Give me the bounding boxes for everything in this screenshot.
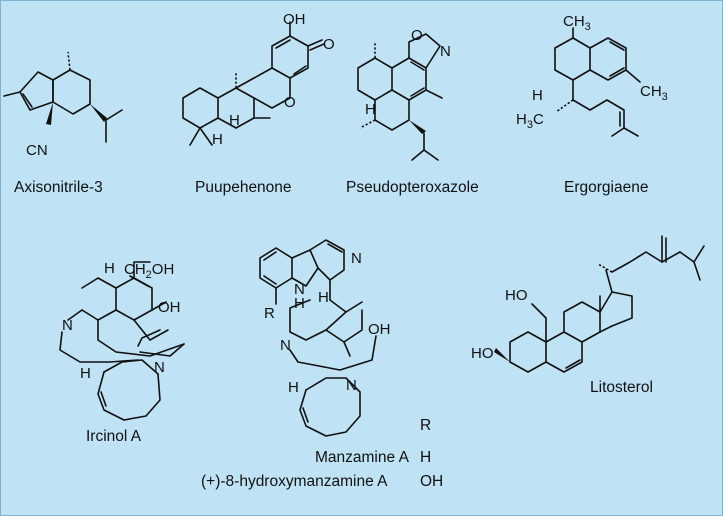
atom-nh-n: N (294, 281, 305, 298)
compound-name-axisonitrile-3: Axisonitrile-3 (14, 179, 103, 196)
structure-ergorgiaene: CH3 CH3 H3C H Ergorgiaene (516, 13, 668, 196)
compound-name-pseudopteroxazole: Pseudopteroxazole (346, 179, 479, 196)
atom-h: H (532, 87, 543, 104)
atom-n-pyr: N (351, 250, 362, 267)
atom-n-macro: N (346, 377, 357, 394)
atom-o-ring: O (284, 94, 296, 111)
structure-litosterol: HO HO Litosterol (471, 235, 705, 396)
atom-r: R (264, 305, 275, 322)
atom-oh: OH (368, 321, 391, 338)
compound-name-litosterol: Litosterol (590, 379, 653, 396)
atom-ch2oh: CH2OH (124, 261, 174, 281)
compound-name-puupehenone: Puupehenone (195, 179, 292, 196)
atom-h1: H (229, 112, 240, 129)
r-value-manzamine-a: H (420, 449, 431, 466)
structure-manzamine: N N H H R OH N N H R Manzamine A H (+)-8… (201, 239, 443, 490)
atom-ho-bottom: HO (471, 345, 494, 362)
atom-o: O (411, 27, 423, 44)
atom-h-macro: H (288, 379, 299, 396)
atom-ch3-right: CH3 (640, 83, 668, 103)
structure-axisonitrile-3: CN Axisonitrile-3 (3, 51, 123, 196)
r-value-8-hydroxymanzamine-a: OH (420, 473, 443, 490)
atom-h3c: H3C (516, 111, 544, 131)
compound-name-8-hydroxymanzamine-a: (+)-8-hydroxymanzamine A (201, 473, 388, 490)
atom-ch3-top: CH3 (563, 13, 591, 33)
atom-n: N (440, 43, 451, 60)
atom-n-left: N (280, 337, 291, 354)
compound-name-ircinol-a: Ircinol A (86, 428, 142, 445)
r-table-header: R (420, 417, 431, 434)
atom-h2: H (212, 131, 223, 148)
structure-pseudopteroxazole: O N H Pseudopteroxazole (346, 27, 479, 196)
atom-oh: OH (158, 299, 181, 316)
atom-nh-h: H (294, 295, 305, 312)
atom-cn: CN (26, 142, 48, 159)
compound-name-ergorgiaene: Ergorgiaene (564, 179, 648, 196)
atom-ho-top: HO (505, 287, 528, 304)
atom-n-left: N (62, 317, 73, 334)
atom-n-macro: N (154, 359, 165, 376)
structure-puupehenone: OH O O H H Puupehenone (182, 11, 335, 196)
atom-oh: OH (283, 11, 306, 28)
atom-h-top: H (104, 260, 115, 277)
atom-o-ketone: O (323, 36, 335, 53)
atom-h-center: H (318, 289, 329, 306)
structure-ircinol-a: H CH2OH OH N N H Ircinol A (59, 260, 185, 445)
compound-name-manzamine-a: Manzamine A (315, 449, 410, 466)
atom-h-left: H (80, 365, 91, 382)
atom-h: H (365, 101, 376, 118)
